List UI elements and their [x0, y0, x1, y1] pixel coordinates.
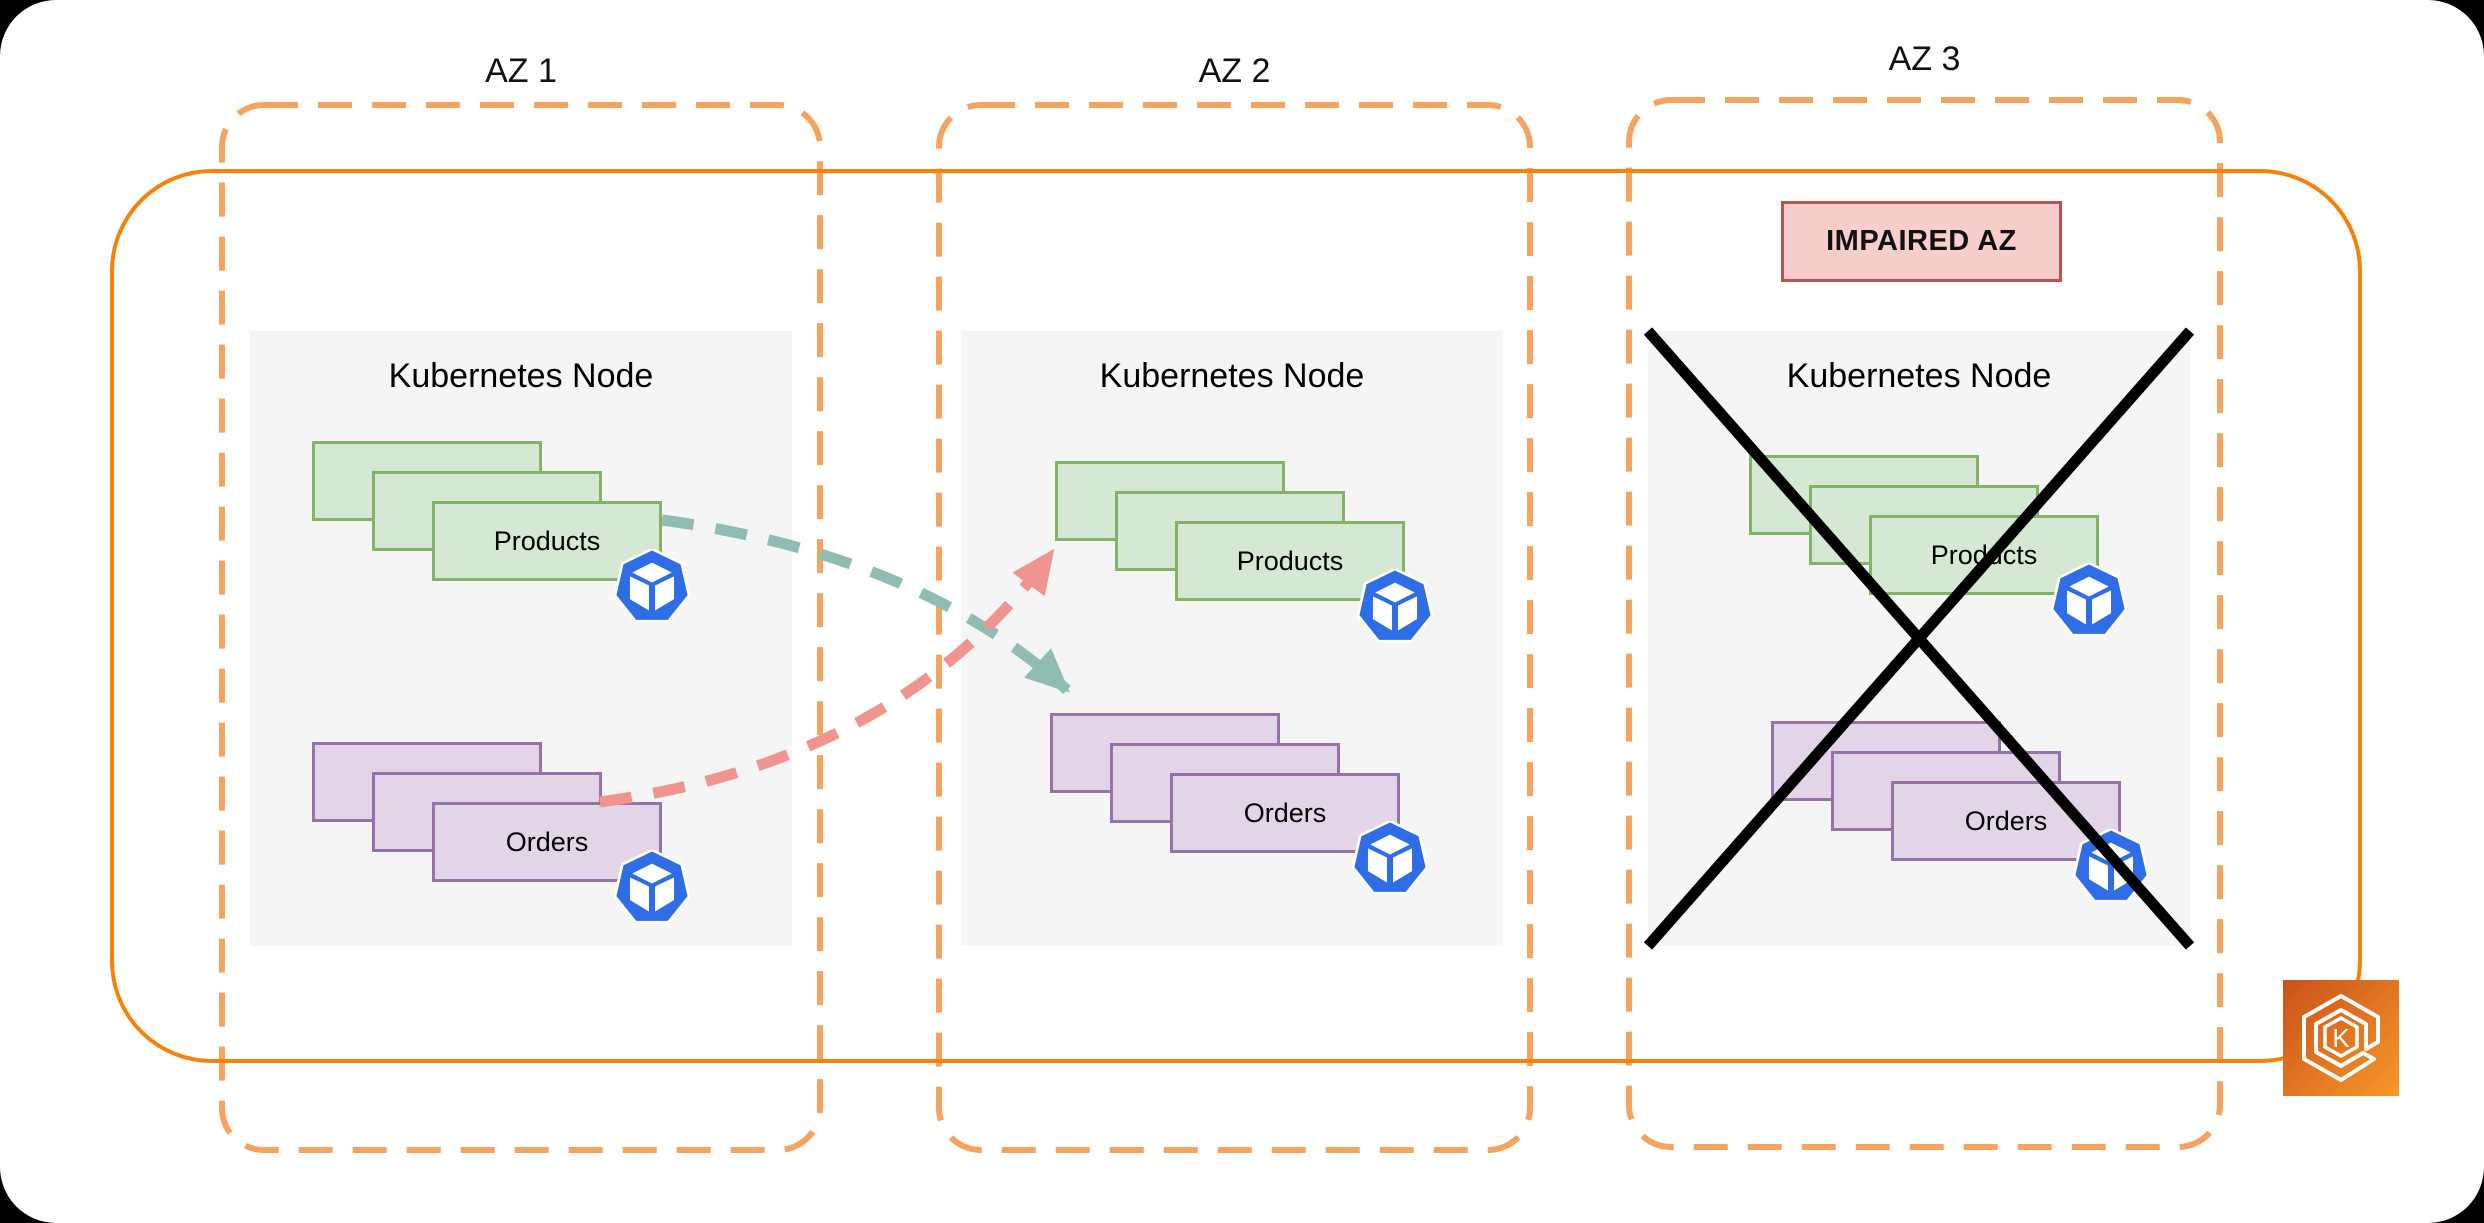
kubernetes-pod-icon	[2073, 829, 2149, 905]
orders-stack-az3: Orders	[1771, 721, 2121, 861]
pod-label: Orders	[1243, 797, 1327, 828]
pod-label: Products	[493, 525, 601, 556]
pod-label: Orders	[505, 826, 589, 857]
kubernetes-node-az1: Kubernetes Node Products Orders	[250, 331, 792, 946]
products-stack-az3: Products	[1749, 455, 2099, 595]
kubernetes-pod-icon	[614, 850, 690, 926]
pod-label: Products	[1236, 545, 1344, 576]
zone-label-az3: AZ 3	[1888, 40, 1961, 78]
kubernetes-pod-icon	[1357, 569, 1433, 645]
kubernetes-pod-icon	[614, 549, 690, 625]
node-title: Kubernetes Node	[388, 357, 654, 395]
eks-cluster-icon: K	[2283, 980, 2399, 1096]
node-title: Kubernetes Node	[1099, 357, 1365, 395]
pod-label: Orders	[1964, 805, 2048, 836]
orders-stack-az1: Orders	[312, 742, 662, 882]
kubernetes-pod-icon	[1352, 821, 1428, 897]
orders-stack-az2: Orders	[1050, 713, 1400, 853]
products-stack-az1: Products	[312, 441, 662, 581]
node-title: Kubernetes Node	[1786, 357, 2052, 395]
eks-letter: K	[2332, 1023, 2350, 1053]
zone-label-az1: AZ 1	[485, 52, 557, 90]
pod-label: Products	[1930, 539, 2038, 570]
kubernetes-pod-icon	[2051, 563, 2127, 639]
kubernetes-node-az3: Kubernetes Node Products Orders	[1648, 331, 2190, 946]
products-stack-az2: Products	[1055, 461, 1405, 601]
zone-label-az2: AZ 2	[1198, 52, 1271, 90]
kubernetes-node-az2: Kubernetes Node Products Orders	[961, 331, 1503, 946]
impaired-az-badge: IMPAIRED AZ	[1781, 201, 2062, 282]
